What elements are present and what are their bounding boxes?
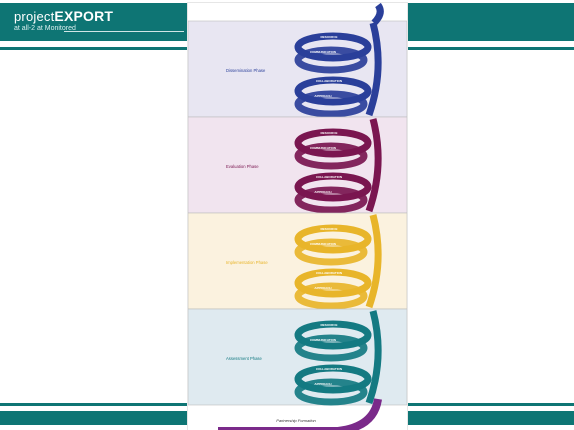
phase-label: Assessment Phase xyxy=(226,356,263,361)
loop-label: RESOURCE xyxy=(320,323,337,327)
spiral-top-tail xyxy=(371,3,384,26)
loop-label: APPROACH xyxy=(314,94,331,98)
spiral-coil xyxy=(294,186,368,214)
base-ribbon xyxy=(218,398,382,430)
loop-label: RESOURCE xyxy=(320,131,337,135)
spiral-coil xyxy=(294,32,372,62)
spiral-coil xyxy=(294,378,368,406)
spiral-coil xyxy=(294,238,368,266)
project-export-logo: projectEXPORT at all-2 at Monitored xyxy=(14,8,184,32)
loop-label: RESOURCE xyxy=(320,227,337,231)
logo-wordmark: projectEXPORT xyxy=(14,8,113,24)
logo-prefix: project xyxy=(14,9,55,24)
loop-label: COMMUNICATION xyxy=(310,338,336,342)
loop-label: COLLABORATION xyxy=(316,175,342,179)
spiral-diagram: Dissemination PhaseRESOURCECOMMUNICATION… xyxy=(188,3,407,430)
spiral-coil xyxy=(294,128,372,158)
spiral-coil xyxy=(294,268,372,298)
spiral-coil xyxy=(294,320,372,350)
loop-label: COMMUNICATION xyxy=(310,242,336,246)
spiral-coil xyxy=(294,142,368,170)
loop-label: COMMUNICATION xyxy=(310,146,336,150)
spiral-coil xyxy=(294,334,368,362)
spiral-coil xyxy=(294,172,372,202)
spiral-ribbon xyxy=(365,310,382,405)
spiral-coil xyxy=(294,282,368,310)
spiral-coil xyxy=(294,76,372,106)
loop-label: COMMUNICATION xyxy=(310,50,336,54)
phase-label: Evaluation Phase xyxy=(226,164,259,169)
spiral-ribbon xyxy=(365,22,382,117)
base-label: Partnership Formation xyxy=(276,418,316,423)
loop-label: COLLABORATION xyxy=(316,79,342,83)
spiral-coil xyxy=(294,46,368,74)
loop-label: APPROACH xyxy=(314,286,331,290)
loop-label: COLLABORATION xyxy=(316,367,342,371)
spiral-ribbon xyxy=(365,118,382,213)
phase-label: Implementation Phase xyxy=(226,260,268,265)
phase-label: Dissemination Phase xyxy=(226,68,266,73)
phase-spiral xyxy=(294,214,382,310)
logo-brand-name: EXPORT xyxy=(54,8,114,24)
phase-spiral xyxy=(294,22,382,118)
loop-label: APPROACH xyxy=(314,190,331,194)
loop-label: RESOURCE xyxy=(320,35,337,39)
logo-subtitle: at all-2 at Monitored xyxy=(14,25,76,32)
loop-label: APPROACH xyxy=(314,382,331,386)
spiral-ribbon xyxy=(365,214,382,309)
phase-spiral xyxy=(294,310,382,406)
phase-spiral xyxy=(294,118,382,214)
spiral-coil xyxy=(294,364,372,394)
logo-rule xyxy=(64,31,184,32)
spiral-coil xyxy=(294,224,372,254)
loop-label: COLLABORATION xyxy=(316,271,342,275)
spiral-coil xyxy=(294,90,368,118)
